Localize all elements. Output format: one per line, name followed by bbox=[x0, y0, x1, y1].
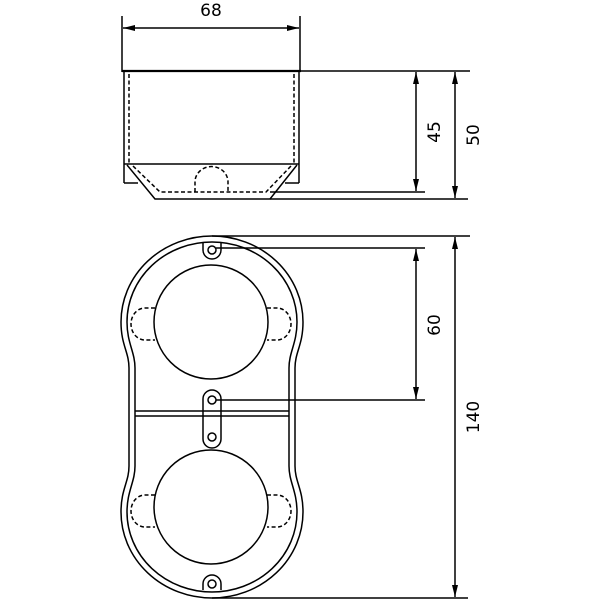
top-screw-hole bbox=[202, 242, 222, 260]
hole-spacing-label: 60 bbox=[425, 314, 445, 336]
width-label: 68 bbox=[200, 1, 222, 21]
side-view bbox=[121, 16, 470, 200]
front-view bbox=[120, 235, 470, 599]
inner-depth-label: 45 bbox=[425, 121, 445, 143]
center-screw-slot bbox=[202, 389, 222, 449]
bottom-opening bbox=[153, 449, 269, 565]
top-opening bbox=[153, 264, 269, 380]
bottom-screw-hole bbox=[202, 574, 222, 590]
total-depth-label: 50 bbox=[464, 124, 484, 146]
total-length-label: 140 bbox=[464, 401, 484, 433]
